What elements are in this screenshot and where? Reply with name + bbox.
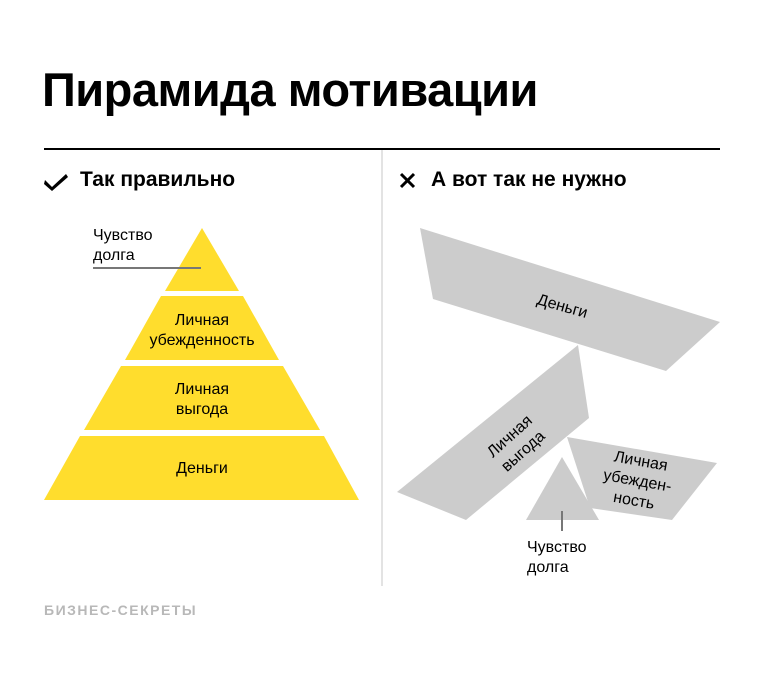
brand-logo: БИЗНЕС-СЕКРЕТЫ — [44, 602, 198, 618]
pyramid-tier-conviction — [125, 296, 279, 360]
cross-icon — [399, 172, 416, 189]
correct-header: Так правильно — [80, 168, 236, 191]
pyramid-tier-benefit — [84, 366, 320, 430]
pyramid-tier-money — [44, 436, 359, 500]
broken-money — [420, 228, 720, 371]
broken-conviction-label: Личнаяубежден-ность — [598, 447, 676, 515]
page-title: Пирамида мотивации — [42, 63, 538, 116]
wrong-header: А вот так не нужно — [431, 168, 627, 191]
broken-conviction — [567, 437, 717, 520]
column-divider — [381, 150, 383, 586]
pyramid-tier-duty — [165, 228, 239, 291]
broken-duty — [526, 457, 599, 520]
title-divider — [44, 148, 720, 150]
check-icon — [44, 174, 68, 191]
money-label: Деньги — [176, 460, 228, 477]
broken-benefit — [397, 345, 589, 520]
